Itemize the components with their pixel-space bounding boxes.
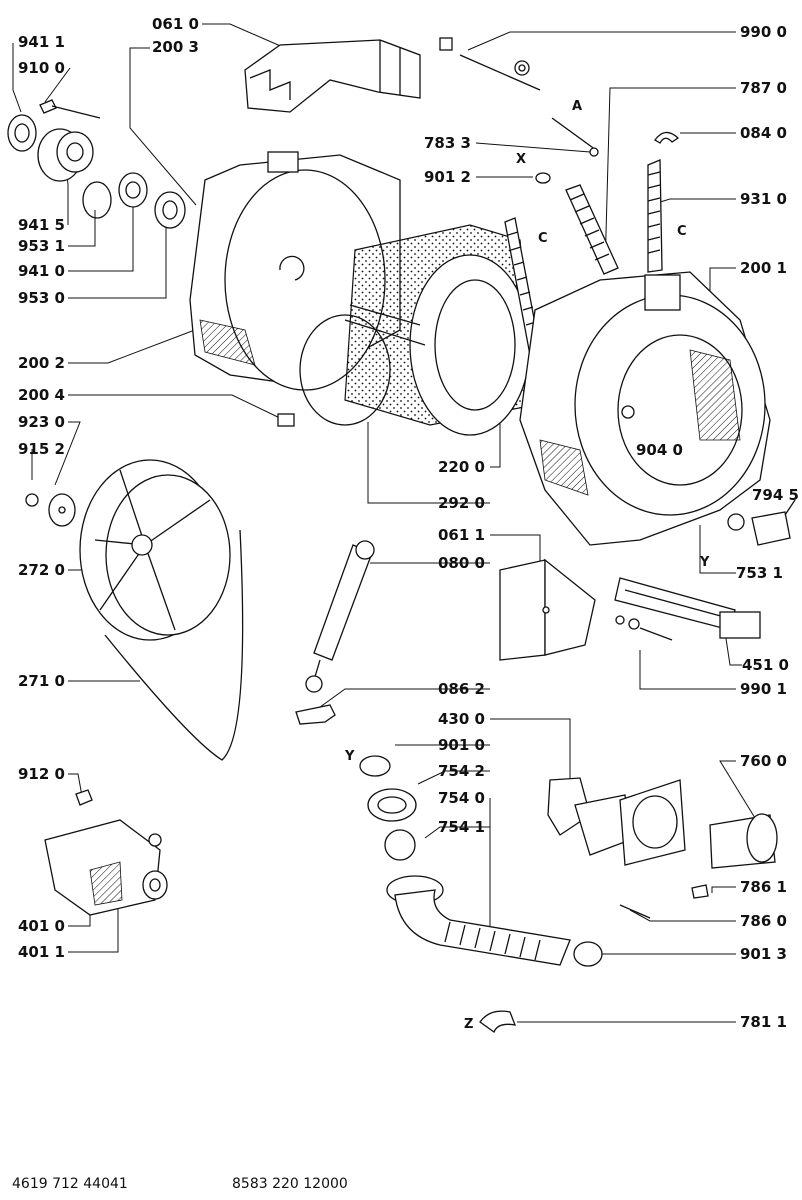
rear-tub [189,151,401,391]
callout-labels: 061 0 941 1 910 0 200 3 990 0 787 0 783 … [18,15,799,1031]
callout-783-3: 783 3 [424,134,471,152]
callout-401-1: 401 1 [18,943,65,961]
clamp-901-3 [573,941,603,967]
callout-786-0: 786 0 [740,912,787,930]
callout-401-0: 401 0 [18,917,65,935]
callout-760-0: 760 0 [740,752,787,770]
small-parts-990 [439,37,541,91]
callout-941-0: 941 0 [18,262,65,280]
callout-901-3: 901 3 [740,945,787,963]
nut-915 [25,493,39,507]
bearing-941-1 [7,114,37,152]
pin-786-0 [619,904,651,919]
letter-c-left: C [538,231,548,246]
flange-941-5 [37,128,94,182]
ball-754-1 [384,829,416,861]
callout-080-0: 080 0 [438,554,485,572]
front-tub [519,271,771,546]
callout-901-2: 901 2 [424,168,471,186]
callout-901-0: 901 0 [438,736,485,754]
drive-belt-271 [104,529,244,761]
drain-pump-430 [547,777,686,866]
callout-200-1: 200 1 [740,259,787,277]
footer: 4619 712 44041 8583 220 12000 [12,1176,348,1192]
letter-c-right: C [677,224,687,239]
callout-271-0: 271 0 [18,672,65,690]
callout-754-2: 754 2 [438,762,485,780]
small-parts-990-1 [615,615,673,641]
letter-markers: A C C X Y Y Z [344,99,710,1032]
callout-754-0: 754 0 [438,789,485,807]
seal-953-1 [82,181,112,219]
letter-a: A [572,99,582,114]
part-786-1 [691,884,709,899]
callout-941-5: 941 5 [18,216,65,234]
clip-200-4 [277,413,295,427]
pulley-272 [79,459,231,641]
callout-061-1: 061 1 [438,526,485,544]
screw-912 [75,789,93,806]
seal-754-2 [367,788,417,822]
callout-061-0: 061 0 [152,15,199,33]
letter-y-clamp: Y [344,749,355,764]
callout-086-2: 086 2 [438,680,485,698]
motor-401 [44,819,168,916]
spring-931 [647,159,663,273]
callout-292-0: 292 0 [438,494,485,512]
callout-753-1: 753 1 [736,564,783,582]
callout-912-0: 912 0 [18,765,65,783]
shock-absorber-080 [305,540,375,693]
callout-786-1: 786 1 [740,878,787,896]
callout-220-0: 220 0 [438,458,485,476]
callout-272-0: 272 0 [18,561,65,579]
bellows-hose-787 [565,184,619,275]
heater-451 [614,577,761,639]
bearing-941-0 [118,172,148,208]
callout-451-0: 451 0 [742,656,789,674]
callout-794-5: 794 5 [752,486,799,504]
callout-923-0: 923 0 [18,413,65,431]
drum [344,224,536,436]
callout-754-1: 754 1 [438,818,485,836]
bracket-086 [295,704,336,725]
filter-760 [709,813,778,869]
callout-910-0: 910 0 [18,59,65,77]
callout-200-2: 200 2 [18,354,65,372]
callout-990-1: 990 1 [740,680,787,698]
callout-084-0: 084 0 [740,124,787,142]
letter-y-tub: Y [699,555,710,570]
callout-931-0: 931 0 [740,190,787,208]
pin-783 [551,117,599,157]
drain-hose-754 [386,875,571,966]
washer-923 [48,493,76,527]
callout-990-0: 990 0 [740,23,787,41]
callout-953-0: 953 0 [18,289,65,307]
shaft-bolt-910 [39,99,101,119]
callout-781-1: 781 1 [740,1013,787,1031]
callout-787-0: 787 0 [740,79,787,97]
callout-200-3: 200 3 [152,38,199,56]
callout-941-1: 941 1 [18,33,65,51]
footer-left-code: 4619 712 44041 [12,1176,128,1192]
callout-953-1: 953 1 [18,237,65,255]
footer-right-code: 8583 220 12000 [232,1176,348,1192]
clamp-901-0 [359,755,391,777]
seal-953-0 [154,191,186,229]
callout-904-0: 904 0 [636,441,683,459]
part-794 [727,513,745,531]
front-counterweight [499,558,596,661]
letter-x: X [516,152,526,167]
callout-915-2: 915 2 [18,440,65,458]
sensor-753 [751,499,796,546]
hose-781 [479,1010,517,1034]
letter-z: Z [464,1017,473,1032]
clip-084 [654,131,680,144]
clamp-901-2 [535,172,551,184]
callout-430-0: 430 0 [438,710,485,728]
top-counterweight [244,39,421,113]
callout-200-4: 200 4 [18,386,65,404]
